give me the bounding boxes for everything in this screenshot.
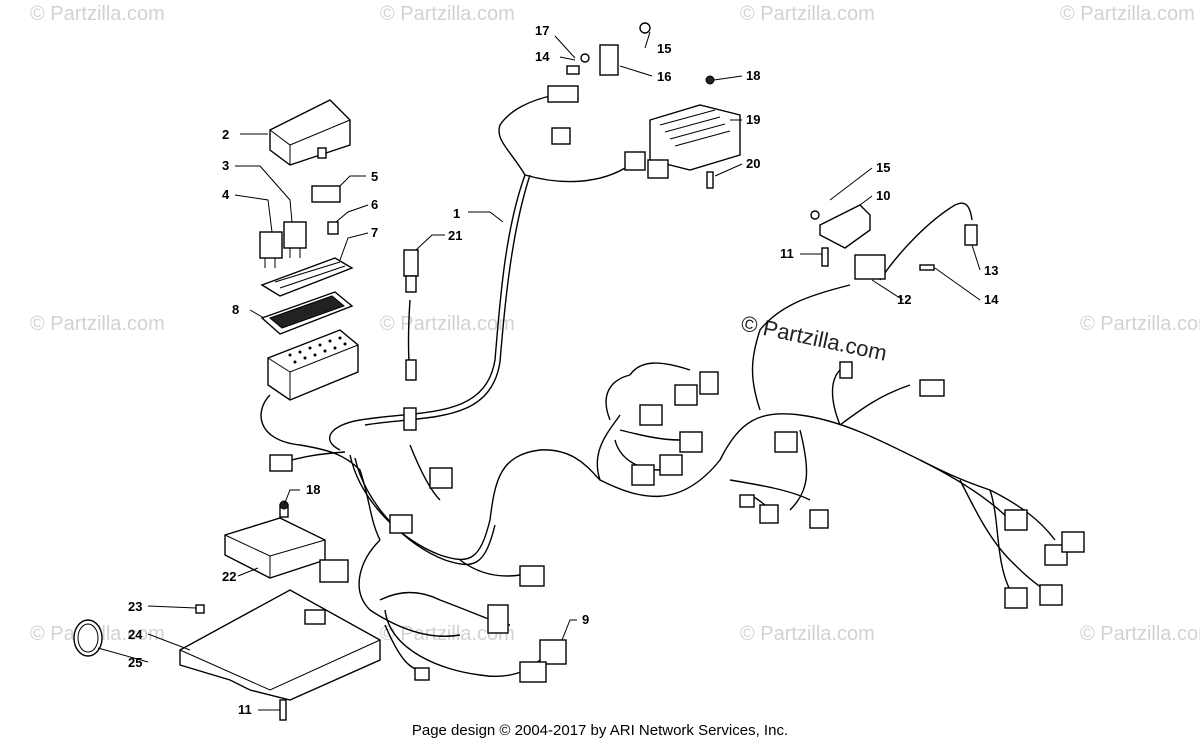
watermark: © Partzilla.com [1080, 623, 1200, 645]
ecm-module [224, 517, 349, 583]
fasteners [195, 210, 935, 721]
watermark: © Partzilla.com [740, 623, 875, 645]
callout-25: 25 [128, 655, 142, 670]
watermark: © Partzilla.com [380, 3, 515, 25]
fuse-label-sheet [260, 257, 354, 297]
callout-21: 21 [448, 228, 462, 243]
watermark-main: © Partzilla.com [739, 310, 889, 365]
callout-5: 5 [371, 169, 378, 184]
voltage-regulator [624, 104, 741, 179]
oxygen-sensor [403, 249, 419, 431]
watermark: © Partzilla.com [1080, 313, 1200, 335]
callout-10: 10 [876, 188, 890, 203]
callout-7: 7 [371, 225, 378, 240]
callout-24: 24 [128, 627, 143, 642]
callout-17: 17 [535, 23, 549, 38]
callout-9: 9 [582, 612, 589, 627]
callout-19: 19 [746, 112, 760, 127]
retaining-ring [73, 619, 103, 657]
connector-group-middle [269, 361, 1085, 683]
callout-2: 2 [222, 127, 229, 142]
callout-11: 11 [238, 702, 252, 717]
callout-16: 16 [657, 69, 671, 84]
callout-14: 14 [984, 292, 999, 307]
callout-3: 3 [222, 158, 229, 173]
watermark: © Partzilla.com [740, 3, 875, 25]
fuse [327, 221, 339, 235]
mounting-plate [179, 589, 381, 701]
fuse-block [267, 329, 359, 401]
connector-group-top [547, 22, 715, 189]
watermark-layer: © Partzilla.com © Partzilla.com © Partzi… [30, 3, 1200, 645]
copyright-footer: Page design © 2004-2017 by ARI Network S… [411, 722, 789, 739]
callout-15: 15 [657, 41, 671, 56]
callout-11: 11 [780, 246, 794, 261]
relay-box-cover [269, 99, 351, 166]
callout-13: 13 [984, 263, 998, 278]
callout-20: 20 [746, 156, 760, 171]
callout-18: 18 [746, 68, 760, 83]
callout-18: 18 [306, 482, 320, 497]
relays [259, 185, 341, 268]
callout-leaders [97, 31, 981, 711]
callout-15: 15 [876, 160, 890, 175]
callout-8: 8 [232, 302, 239, 317]
gasket [260, 291, 354, 335]
callout-1: 1 [453, 206, 460, 221]
watermark: © Partzilla.com [30, 313, 165, 335]
watermark: © Partzilla.com [380, 623, 515, 645]
bracket-and-sensor [819, 204, 978, 280]
watermark: © Partzilla.com [30, 3, 165, 25]
callout-6: 6 [371, 197, 378, 212]
callout-23: 23 [128, 599, 142, 614]
callout-22: 22 [222, 569, 236, 584]
callout-labels: 1 2 3 4 5 6 7 8 9 10 11 11 12 13 14 14 1… [128, 23, 999, 717]
callout-14: 14 [535, 49, 550, 64]
watermark: © Partzilla.com [380, 313, 515, 335]
callout-12: 12 [897, 292, 911, 307]
main-wiring-harness [260, 94, 1056, 677]
callout-4: 4 [222, 187, 230, 202]
watermark: © Partzilla.com [1060, 3, 1195, 25]
